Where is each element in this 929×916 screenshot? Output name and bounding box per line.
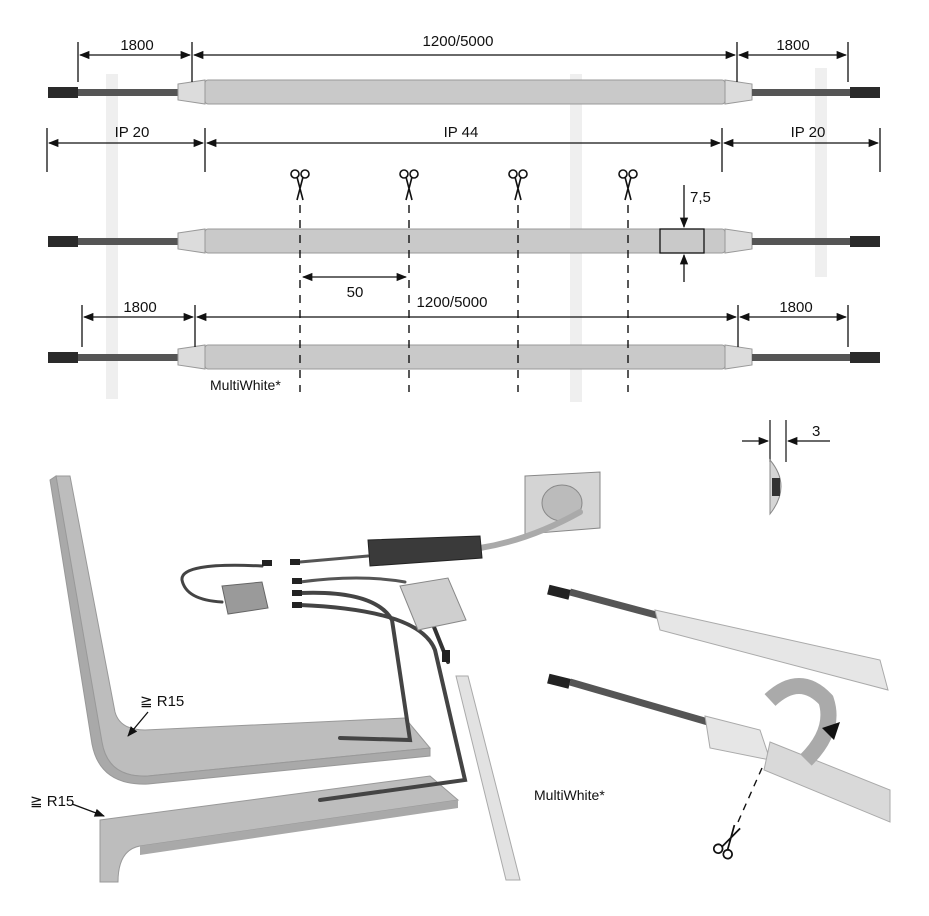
dim-lead-right: 1800 [776,37,809,54]
dim-strip-length-row3: 1200/5000 [417,294,488,311]
strip-with-connector-upper [547,584,889,691]
thickness-detail [742,420,830,516]
dim-lead-left: 1800 [120,37,153,54]
dimmer-box [399,577,467,631]
strip-row-3 [48,344,880,370]
cut-marks [290,169,638,392]
label-multiwhite-top: MultiWhite* [210,377,281,393]
label-radius-lower: ≧ R15 [30,793,74,810]
strip-with-connector-lower [547,673,891,862]
strip-row-1 [48,79,880,105]
ip-left: IP 20 [115,124,150,141]
dim-strip-length: 1200/5000 [423,33,494,50]
strip-row-2 [48,228,880,254]
wall-socket [524,471,601,535]
row3-dimensions [81,305,849,347]
ip-middle: IP 44 [444,124,479,141]
cables [180,509,583,802]
dim-cut-interval: 50 [347,284,364,301]
aluminium-profile-upper [49,475,431,785]
multiwhite-strip [455,675,521,881]
power-driver [367,535,483,567]
row1-dimensions [77,42,849,82]
dim-lead-left-row3: 1800 [123,299,156,316]
distributor-box [221,581,269,615]
ip-zones [46,128,881,172]
dim-thickness: 3 [812,423,820,440]
connectors [262,559,450,662]
dim-height: 7,5 [690,189,711,206]
height-dim [659,185,705,282]
dim-lead-right-row3: 1800 [779,299,812,316]
ip-right: IP 20 [791,124,826,141]
label-multiwhite-bottom: MultiWhite* [534,787,605,803]
aluminium-profile-lower [99,775,460,883]
label-radius-upper: ≧ R15 [140,693,184,710]
